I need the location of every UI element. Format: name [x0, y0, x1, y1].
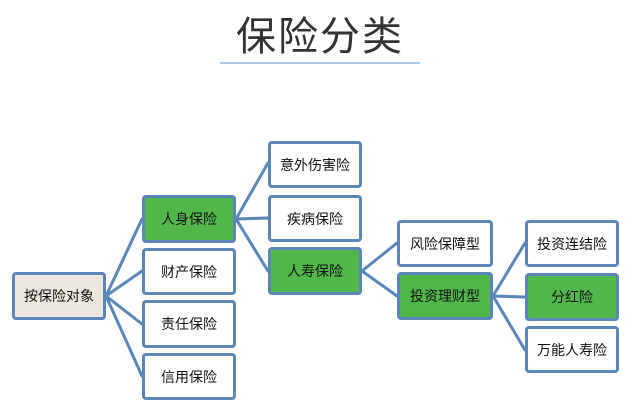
node-risk-protection: 风险保障型: [397, 220, 493, 267]
node-disease: 疾病保险: [268, 195, 362, 242]
edge-investment-linked: [491, 241, 527, 298]
node-accident-label: 意外伤害险: [280, 157, 350, 174]
title-underline: [220, 62, 420, 64]
node-linked-label: 投资连结险: [537, 236, 607, 253]
node-risk-protection-label: 风险保障型: [410, 236, 480, 253]
node-dividend: 分红险: [525, 273, 619, 321]
edge-life-body-life: [234, 217, 270, 273]
node-life-label: 人寿保险: [287, 264, 343, 280]
edge-life-body-accident: [234, 161, 270, 221]
node-investment: 投资理财型: [397, 272, 493, 320]
node-investment-label: 投资理财型: [410, 289, 480, 305]
edge-root-credit: [104, 294, 144, 378]
edge-root-liability: [104, 294, 144, 326]
node-accident: 意外伤害险: [268, 141, 362, 188]
node-liability-label: 责任保险: [161, 317, 217, 333]
edge-root-life-body: [104, 217, 144, 298]
node-linked: 投资连结险: [525, 220, 619, 267]
node-credit: 信用保险: [142, 353, 236, 400]
page-title: 保险分类: [236, 14, 404, 60]
node-life-body-label: 人身保险: [161, 212, 217, 228]
edge-life-investment: [360, 269, 399, 298]
node-liability: 责任保险: [142, 300, 236, 348]
node-universal-label: 万能人寿险: [537, 342, 607, 359]
node-universal: 万能人寿险: [525, 326, 619, 373]
node-root-label: 按保险对象: [24, 289, 94, 305]
node-credit-label: 信用保险: [161, 369, 217, 386]
node-dividend-label: 分红险: [551, 290, 593, 306]
node-disease-label: 疾病保险: [287, 211, 343, 228]
node-property-label: 财产保险: [161, 264, 217, 281]
node-root: 按保险对象: [12, 272, 106, 320]
edge-investment-universal: [491, 294, 527, 352]
edge-life-risk: [360, 241, 399, 273]
node-property: 财产保险: [142, 248, 236, 295]
edge-life-body-disease: [234, 216, 270, 221]
node-life-body: 人身保险: [142, 195, 236, 243]
edge-root-property: [104, 269, 144, 298]
edge-investment-dividend: [491, 294, 527, 299]
node-life: 人寿保险: [268, 247, 362, 295]
